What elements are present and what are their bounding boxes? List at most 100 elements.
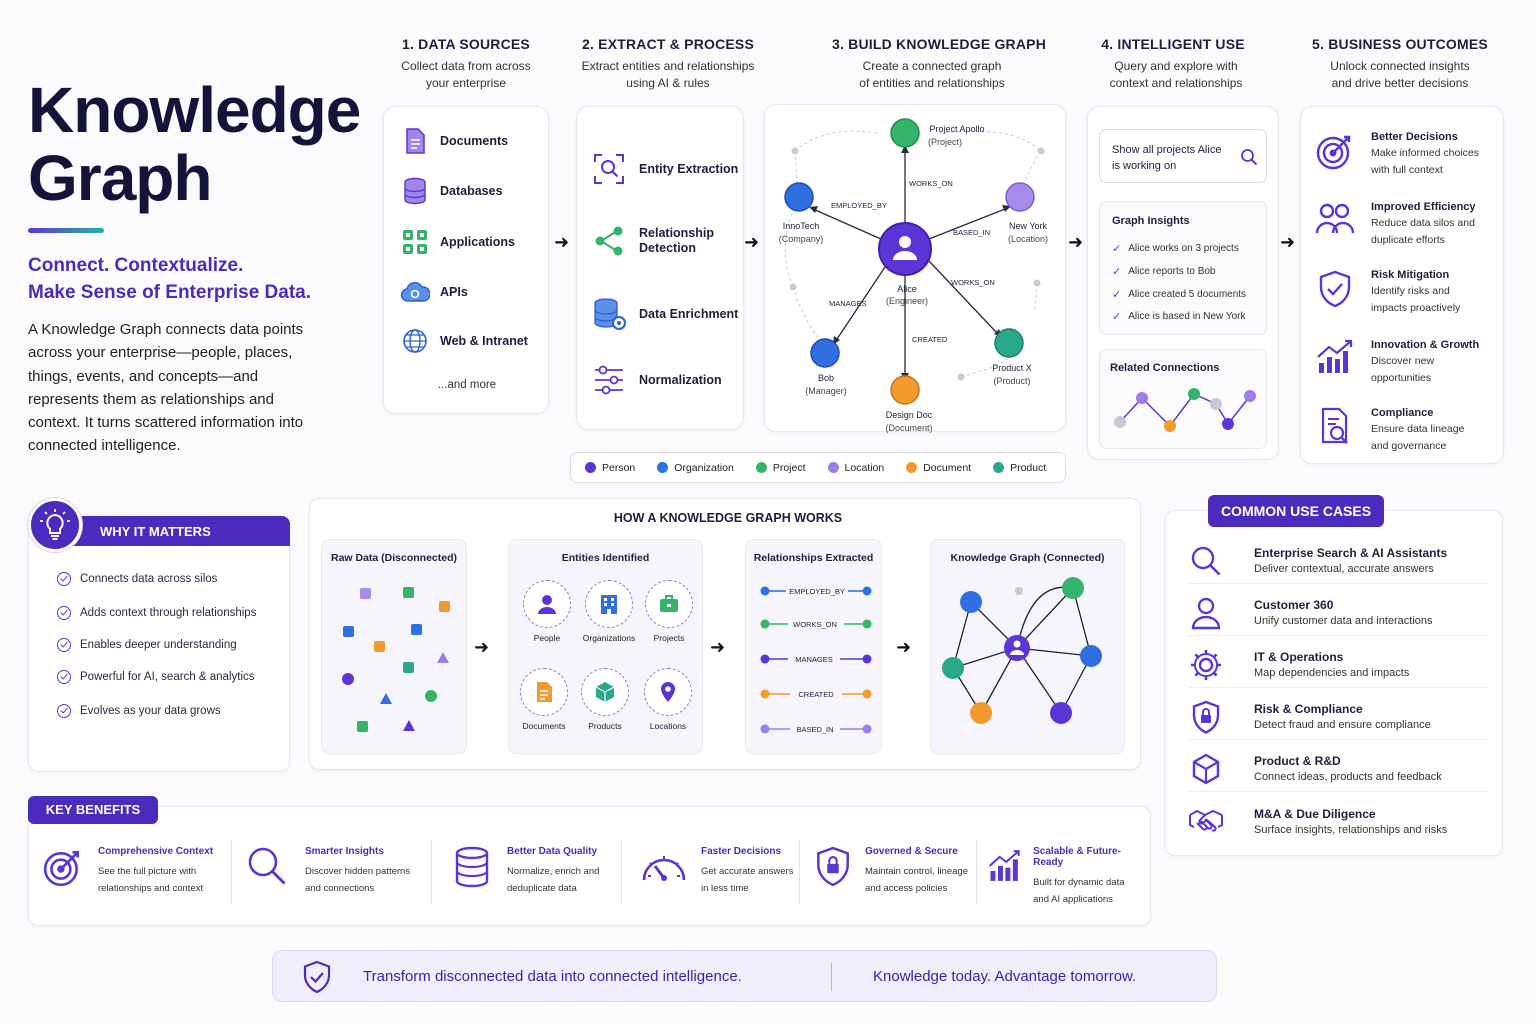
share-nodes-icon	[595, 226, 623, 256]
graph-insights-panel: Graph Insights ✓Alice works on 3 project…	[1099, 201, 1267, 335]
svg-text:CREATED: CREATED	[798, 690, 834, 699]
title-line-2: Graph	[28, 142, 212, 214]
applications-icon	[403, 230, 427, 254]
svg-text:MANAGES: MANAGES	[795, 655, 833, 664]
search-icon[interactable]	[1240, 148, 1258, 166]
edge-label-manages: MANAGES	[829, 299, 867, 308]
document-icon	[406, 128, 425, 154]
extract-data-enrichment: Data Enrichment	[593, 297, 738, 331]
node-design-doc	[890, 375, 920, 405]
why-item: Evolves as your data grows	[57, 704, 221, 718]
column-5-title: 5. BUSINESS OUTCOMES	[1312, 36, 1488, 52]
flow-arrow-2: ➜	[744, 232, 760, 252]
extract-entity-extraction: Entity Extraction	[593, 153, 738, 185]
entity-projects: Projects	[634, 580, 704, 643]
footer-banner: Transform disconnected data into connect…	[272, 950, 1217, 1002]
key-benefits-title: KEY BENEFITS	[28, 796, 158, 824]
location-pin-icon	[661, 682, 675, 702]
svg-text:(Product): (Product)	[993, 376, 1030, 386]
shield-lock-icon	[1192, 700, 1220, 734]
insight-item: ✓Alice reports to Bob	[1112, 266, 1216, 278]
document-search-icon	[1321, 407, 1348, 444]
entity-people: People	[512, 580, 582, 643]
entity-locations: Locations	[633, 668, 703, 731]
why-header-title: WHY IT MATTERS	[100, 524, 211, 539]
how-title: HOW A KNOWLEDGE GRAPH WORKS	[613, 511, 843, 525]
tagline: Connect. Contextualize. Make Sense of En…	[28, 252, 311, 306]
graph-insights-title: Graph Insights	[1112, 215, 1190, 227]
edge-label-works-on-top: WORKS_ON	[909, 179, 953, 188]
why-it-matters-card	[28, 516, 290, 772]
benefit-divider	[799, 840, 800, 904]
legend-organization: Organization	[657, 462, 734, 474]
tagline-line-1: Connect. Contextualize.	[28, 255, 244, 276]
knowledge-graph-card: WORKS_ON EMPLOYED_BY BASED_IN WORKS_ON M…	[764, 104, 1066, 433]
database-icon	[455, 846, 489, 888]
svg-text:(Manager): (Manager)	[805, 386, 847, 396]
edge-label-employed-by: EMPLOYED_BY	[831, 201, 887, 210]
globe-icon	[403, 329, 427, 353]
source-web-intranet: Web & Intranet	[402, 328, 528, 354]
node-product-x	[994, 328, 1024, 358]
entity-organizations: Organizations	[574, 580, 644, 643]
title-underline	[28, 228, 104, 233]
insight-item: ✓Alice created 5 documents	[1112, 289, 1247, 301]
why-item: Adds context through relationships	[57, 606, 256, 620]
svg-text:(Engineer): (Engineer)	[886, 296, 928, 306]
why-header-bar	[56, 516, 290, 546]
node-alice	[878, 222, 932, 276]
building-icon	[601, 595, 617, 614]
column-1-title: 1. DATA SOURCES	[402, 36, 530, 52]
svg-text:(Location): (Location)	[1008, 234, 1048, 244]
target-icon	[1316, 135, 1351, 170]
why-item: Connects data across silos	[57, 572, 217, 586]
column-3-title: 3. BUILD KNOWLEDGE GRAPH	[831, 36, 1047, 52]
edge-label-works-on-right: WORKS_ON	[951, 278, 995, 287]
source-apis: APIs	[400, 279, 468, 305]
svg-text:(Project): (Project)	[928, 137, 962, 147]
connected-graph-panel: Knowledge Graph (Connected)	[930, 539, 1125, 754]
connected-graph-diagram	[942, 577, 1102, 724]
person-icon	[538, 595, 556, 614]
person-icon	[1191, 597, 1221, 629]
benefit-divider	[231, 840, 232, 904]
lightbulb-badge	[28, 498, 82, 552]
svg-text:Project Apollo: Project Apollo	[929, 124, 984, 134]
benefit-divider	[621, 840, 622, 904]
cube-icon	[1192, 753, 1220, 784]
source-databases: Databases	[402, 177, 503, 205]
key-benefits-card	[28, 806, 1151, 926]
briefcase-icon	[660, 595, 678, 612]
legend-person: Person	[585, 462, 635, 474]
column-4-title: 4. INTELLIGENT USE	[1101, 36, 1245, 52]
graph-legend: Person Organization Project Location Doc…	[570, 452, 1066, 483]
footer-divider	[831, 963, 832, 991]
gear-icon	[1191, 649, 1221, 680]
benefit-divider	[431, 840, 432, 904]
svg-text:Design Doc: Design Doc	[886, 410, 933, 420]
relationships-panel: Relationships Extracted EMPLOYED_BY WORK…	[745, 539, 882, 754]
tagline-line-2: Make Sense of Enterprise Data.	[28, 282, 311, 303]
related-connections-title: Related Connections	[1110, 362, 1220, 374]
alice-person-icon	[893, 236, 917, 260]
edge-label-based-in: BASED_IN	[953, 228, 990, 237]
raw-data-scatter	[342, 587, 450, 732]
page-title: Knowledge Graph	[28, 76, 361, 214]
knowledge-graph-diagram: WORKS_ON EMPLOYED_BY BASED_IN WORKS_ON M…	[779, 118, 1048, 433]
source-documents: Documents	[402, 127, 508, 155]
svg-text:Alice: Alice	[897, 284, 917, 294]
why-item: Powerful for AI, search & analytics	[57, 670, 255, 684]
magnifier-icon	[248, 847, 286, 885]
relationship-created: CREATED	[760, 687, 872, 701]
database-gear-icon	[594, 298, 626, 330]
